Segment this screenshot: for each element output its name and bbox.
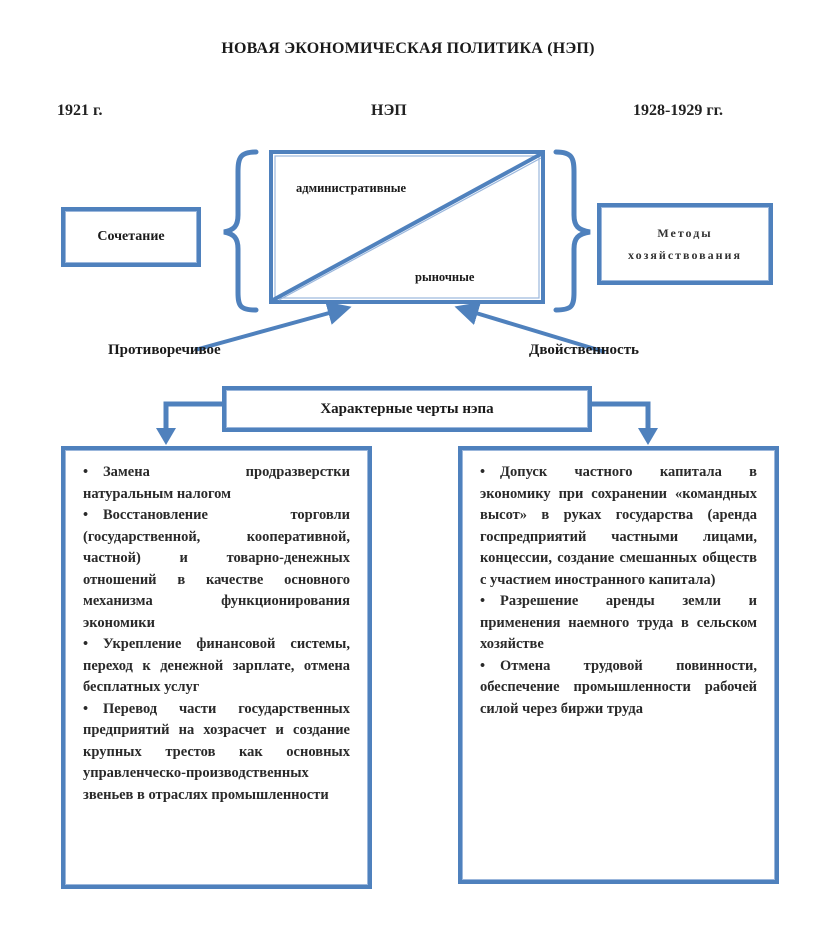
features-heading: Характерные черты нэпа bbox=[320, 400, 494, 417]
left-features-list: •Замена продразверстки натуральным налог… bbox=[83, 462, 350, 806]
administrative-label: административные bbox=[296, 181, 407, 195]
left-arrow-icon bbox=[194, 301, 352, 352]
methods-label-line1: Методы bbox=[657, 226, 713, 240]
feature-item: •Допуск частного капитала в экономику пр… bbox=[480, 464, 757, 588]
left-features-box: •Замена продразверстки натуральным налог… bbox=[61, 446, 372, 889]
bullet-icon: • bbox=[480, 464, 486, 480]
nep-center-label: НЭП bbox=[371, 102, 407, 119]
feature-item: •Разрешение аренды земли и применения на… bbox=[480, 593, 757, 652]
bullet-icon: • bbox=[480, 593, 486, 609]
contradictory-label: Противоречивое bbox=[108, 342, 221, 358]
feature-item: •Укрепление финансовой системы, переход … bbox=[83, 636, 350, 695]
right-features-box: •Допуск частного капитала в экономику пр… bbox=[458, 446, 779, 884]
duality-label: Двойственность bbox=[529, 342, 639, 358]
economic-methods-box: Методы хозяйствования bbox=[597, 203, 773, 285]
right-connector-icon bbox=[590, 401, 651, 430]
right-brace-icon bbox=[553, 149, 591, 313]
feature-item: •Отмена трудовой повинности, обеспечение… bbox=[480, 657, 757, 717]
feature-item: •Перевод части государственных предприят… bbox=[83, 700, 350, 803]
right-arrow-icon bbox=[454, 301, 606, 354]
bullet-icon: • bbox=[480, 657, 486, 674]
right-down-arrow-icon bbox=[638, 428, 658, 445]
left-down-arrow-icon bbox=[156, 428, 176, 445]
combination-label: Сочетание bbox=[97, 229, 165, 244]
methods-label-line2: хозяйствования bbox=[628, 248, 742, 262]
features-heading-box: Характерные черты нэпа bbox=[222, 386, 592, 432]
market-label: рыночные bbox=[415, 270, 475, 284]
bullet-icon: • bbox=[83, 700, 89, 717]
left-brace-icon bbox=[223, 149, 259, 313]
left-connector-icon bbox=[163, 401, 225, 430]
diagonal-divider bbox=[272, 152, 542, 302]
bullet-icon: • bbox=[83, 507, 89, 523]
bullet-icon: • bbox=[83, 636, 89, 652]
end-year-label: 1928-1929 гг. bbox=[633, 102, 724, 119]
feature-item: •Замена продразверстки натуральным налог… bbox=[83, 464, 350, 502]
start-year-label: 1921 г. bbox=[57, 102, 103, 119]
bullet-icon: • bbox=[83, 464, 89, 480]
diagram-title: НОВАЯ ЭКОНОМИЧЕСКАЯ ПОЛИТИКА (НЭП) bbox=[221, 40, 595, 57]
right-features-list: •Допуск частного капитала в экономику пр… bbox=[480, 462, 757, 720]
methods-rectangle bbox=[269, 150, 545, 304]
feature-item: •Восстановление торговли (государственно… bbox=[83, 507, 350, 631]
combination-box: Сочетание bbox=[61, 207, 201, 267]
